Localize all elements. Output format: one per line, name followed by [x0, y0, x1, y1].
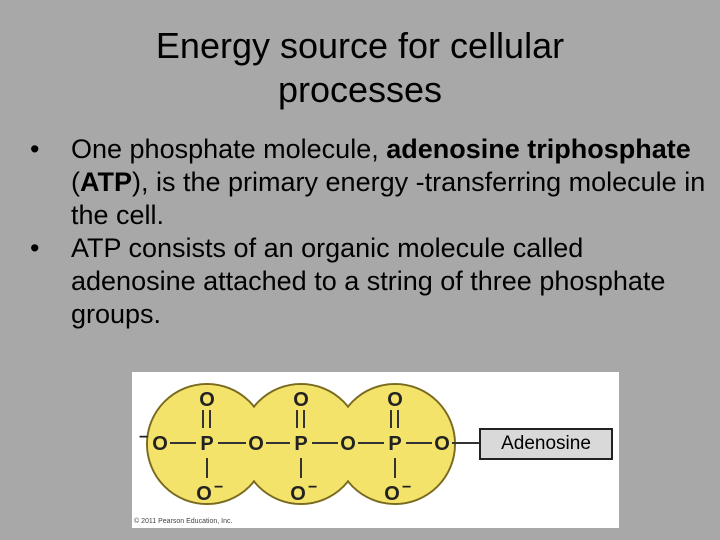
- oxygen-label: O: [387, 389, 403, 411]
- negative-charge-label: −: [139, 429, 148, 446]
- copyright-notice: © 2011 Pearson Education, Inc.: [134, 518, 233, 525]
- bullet-1-bold-a: adenosine triphosphate: [386, 134, 691, 164]
- phosphorus-label: P: [294, 433, 307, 455]
- bullet-item-2: • ATP consists of an organic molecule ca…: [28, 232, 708, 331]
- chemical-bonds: [170, 410, 479, 478]
- bullet-2-text: ATP consists of an organic molecule call…: [71, 233, 666, 329]
- oxygen-label: O: [196, 483, 212, 505]
- bullet-marker: •: [30, 134, 40, 164]
- bullet-list: • One phosphate molecule, adenosine trip…: [28, 133, 708, 331]
- oxygen-label: O: [384, 483, 400, 505]
- negative-charge-label: −: [308, 479, 317, 496]
- oxygen-label: O: [199, 389, 215, 411]
- oxygen-label: O: [340, 433, 356, 455]
- title-line-1: Energy source for cellular: [155, 25, 565, 66]
- phosphorus-label: P: [388, 433, 401, 455]
- oxygen-label: O: [248, 433, 264, 455]
- atp-structure-figure: O O O P P P O O O O O O O − − − − Adenos…: [132, 372, 619, 528]
- charge-labels: − − − −: [139, 429, 411, 496]
- phosphorus-label: P: [200, 433, 213, 455]
- atom-labels: O O O P P P O O O O O O O: [152, 389, 450, 505]
- oxygen-label: O: [152, 433, 168, 455]
- title-line-2: processes: [277, 69, 443, 110]
- bullet-marker: •: [30, 233, 40, 263]
- oxygen-label: O: [293, 389, 309, 411]
- adenosine-label-box: Adenosine: [479, 428, 613, 460]
- negative-charge-label: −: [402, 479, 411, 496]
- negative-charge-label: −: [214, 479, 223, 496]
- bullet-1-text-c: ), is the primary energy -transferring m…: [71, 167, 706, 230]
- bullet-item-1: • One phosphate molecule, adenosine trip…: [28, 133, 708, 232]
- oxygen-label: O: [434, 433, 450, 455]
- bullet-1-text-b: (: [71, 167, 80, 197]
- bullet-1-text-a: One phosphate molecule,: [71, 134, 387, 164]
- slide-title: Energy source for cellular processes: [60, 24, 660, 112]
- oxygen-label: O: [290, 483, 306, 505]
- atp-diagram: O O O P P P O O O O O O O − − − −: [139, 383, 479, 505]
- bullet-1-bold-b: ATP: [80, 167, 132, 197]
